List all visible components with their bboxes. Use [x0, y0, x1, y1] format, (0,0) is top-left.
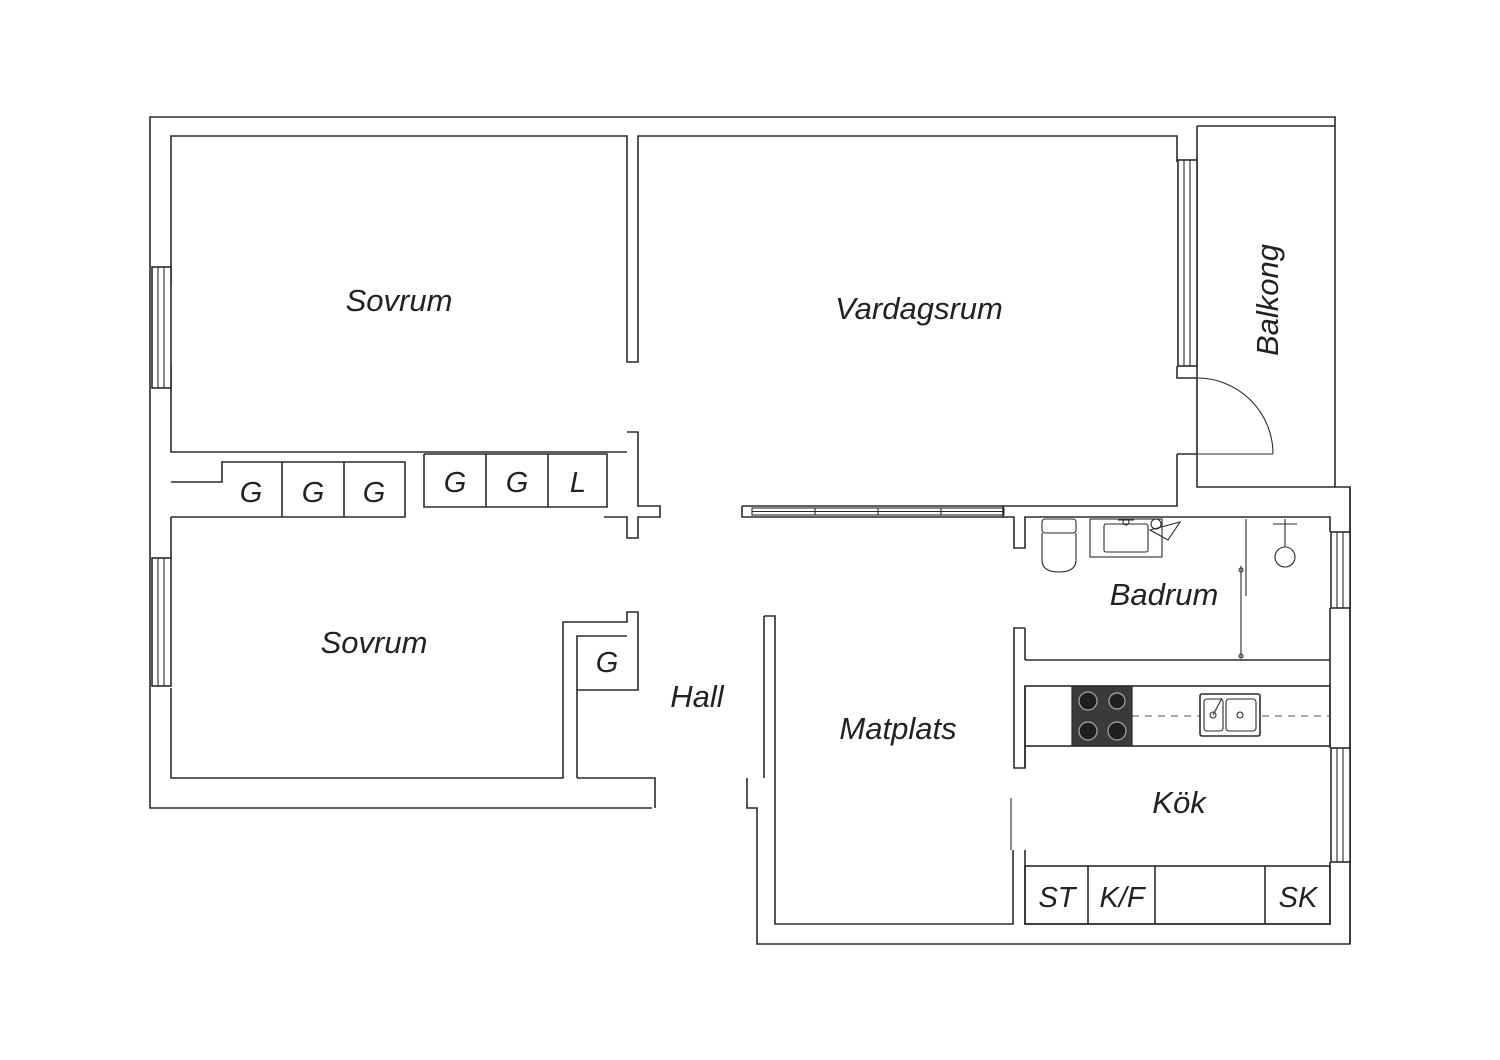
room-label-sovrum-bottom: Sovrum — [321, 625, 428, 660]
window-icon — [151, 266, 172, 389]
stove-label: ST — [1038, 882, 1077, 914]
window-icon — [151, 557, 172, 687]
window-icon — [1177, 159, 1198, 367]
wardrobe-label: G — [240, 477, 263, 509]
sink-icon — [1199, 693, 1261, 737]
wardrobe-small: G — [596, 647, 619, 679]
stove-icon — [1071, 685, 1133, 747]
room-label-sovrum-top: Sovrum — [346, 283, 453, 318]
window-icon — [1330, 531, 1351, 609]
cabinet-label: SK — [1279, 882, 1319, 914]
wardrobe-label: G — [444, 467, 467, 499]
shower-icon — [1238, 519, 1297, 659]
kitchen-appliances-row: ST K/F SK — [1024, 865, 1331, 925]
window-icon — [1330, 747, 1351, 863]
room-label-kok: Kök — [1152, 785, 1207, 820]
door-swing-icon — [1196, 377, 1274, 455]
room-label-balkong: Balkong — [1250, 244, 1285, 356]
wardrobe-row: G G G G G L — [240, 454, 586, 517]
sliding-door-icon — [751, 507, 1005, 516]
room-label-matplats: Matplats — [839, 711, 956, 746]
wardrobe-label: G — [596, 647, 619, 679]
washbasin-icon — [1089, 518, 1182, 558]
room-label-vardagsrum: Vardagsrum — [835, 291, 1003, 326]
wardrobe-label: G — [363, 477, 386, 509]
room-label-hall: Hall — [670, 679, 725, 714]
fridge-freezer-label: K/F — [1099, 882, 1146, 914]
room-label-badrum: Badrum — [1110, 577, 1219, 612]
wardrobe-label: G — [302, 477, 325, 509]
linen-closet-label: L — [570, 467, 586, 499]
wardrobe-label: G — [506, 467, 529, 499]
kitchen-counter — [1024, 685, 1331, 747]
toilet-icon — [1041, 518, 1077, 573]
inner-walls — [170, 125, 1351, 944]
